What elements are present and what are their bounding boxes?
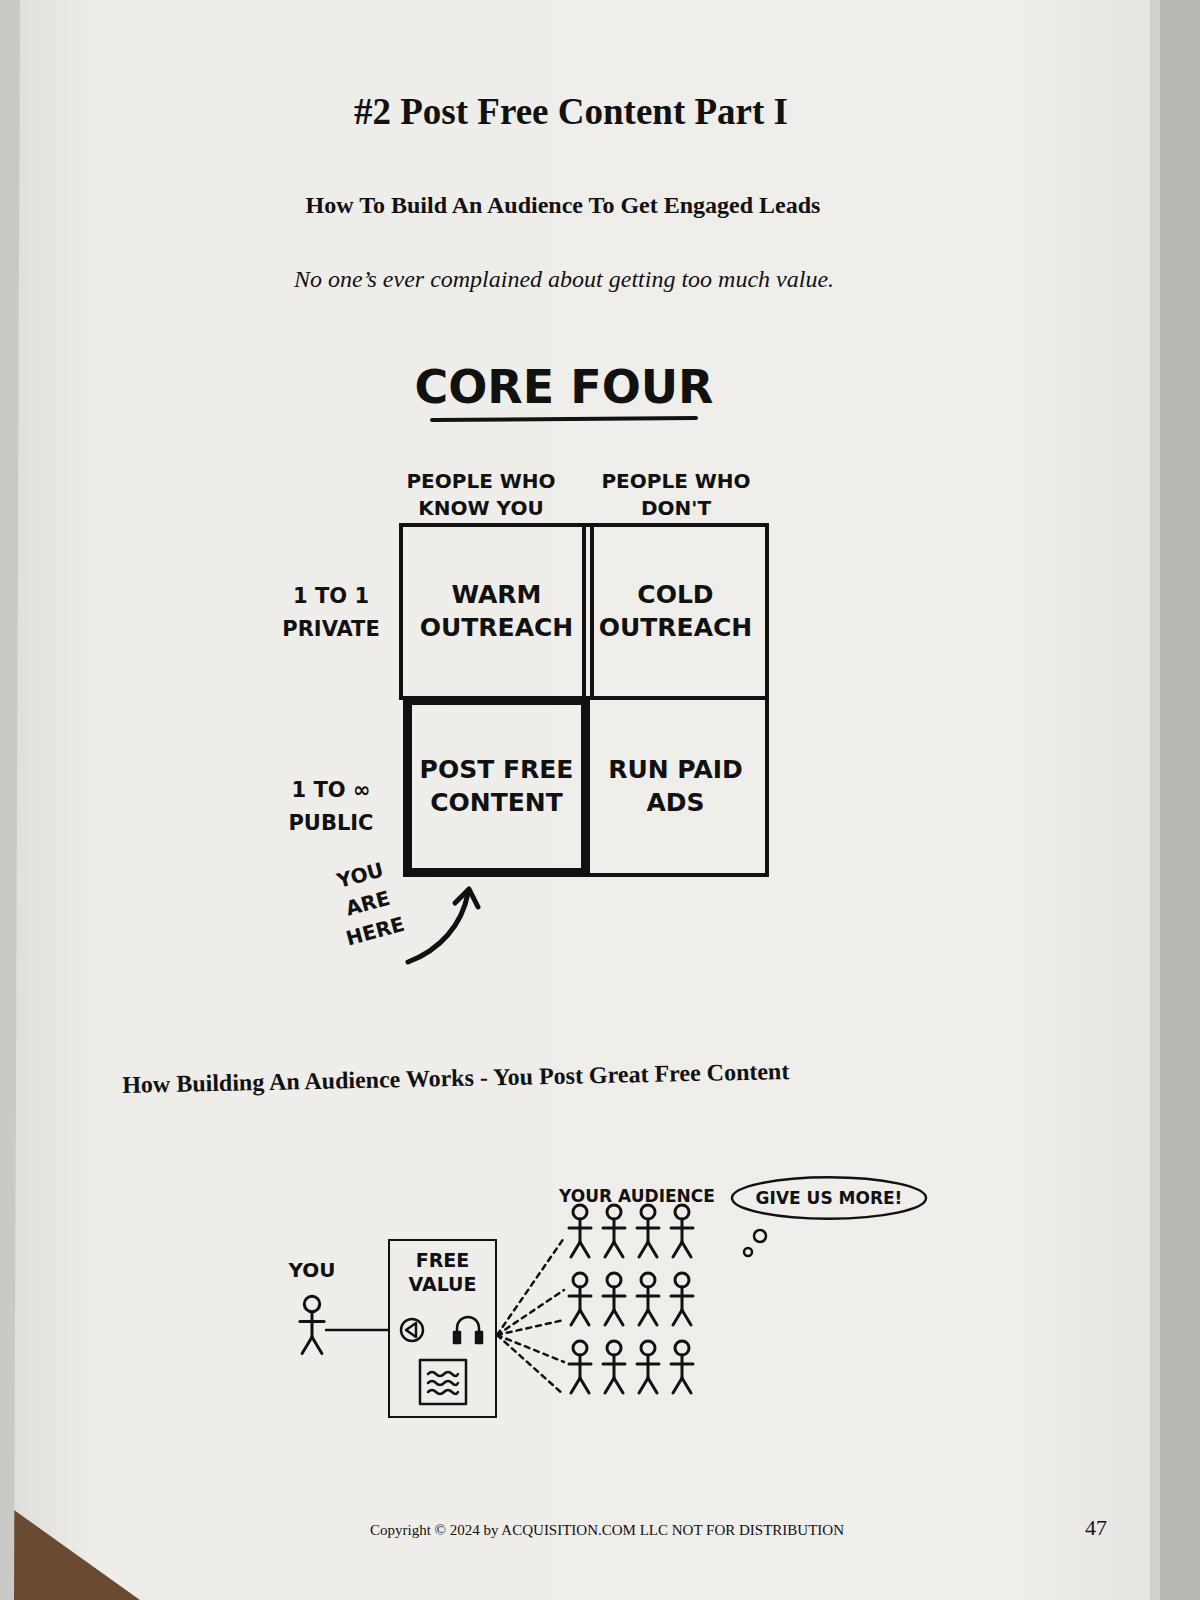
document-icon [420,1360,466,1404]
figure-label: YOU [282,1258,342,1282]
link-line [326,1329,388,1332]
page-number: 47 [1066,1515,1126,1541]
row-header: 1 TO ∞ PUBLIC [262,774,400,839]
headphones-icon [454,1317,482,1343]
fan-lines [497,1238,564,1395]
subtitle: How To Build An Audience To Get Engaged … [263,192,863,219]
you-are-here-arrow [408,893,468,962]
diagram-heading: CORE FOUR [364,360,764,414]
quadrant-box: COLD OUTREACH [582,523,769,700]
free-value-box: FREE VALUE [388,1239,497,1418]
box-label: COLD OUTREACH [586,579,765,644]
highlighted-quadrant: POST FREE CONTENT [403,696,590,877]
speech-bubble: GIVE US MORE! [730,1176,928,1220]
column-header: PEOPLE WHO KNOW YOU [391,468,571,522]
audience-label: YOUR AUDIENCE [542,1186,732,1206]
box-label: RUN PAID ADS [586,754,765,819]
play-icon [401,1319,423,1341]
arrow-head [455,889,478,907]
quadrant-box: WARM OUTREACH [399,523,594,700]
column-header: PEOPLE WHO DON'T [586,468,766,522]
box-label: FREE VALUE [398,1249,488,1297]
page-title: #2 Post Free Content Part I [221,90,921,133]
box-label: POST FREE CONTENT [412,754,581,819]
box-label: WARM OUTREACH [403,579,590,644]
quote: No one’s ever complained about getting t… [214,266,914,293]
bubble-text: GIVE US MORE! [756,1188,903,1208]
quadrant-box: RUN PAID ADS [582,696,769,877]
copyright-footer: Copyright © 2024 by ACQUISITION.COM LLC … [257,1522,957,1539]
row-header: 1 TO 1 PRIVATE [262,580,400,645]
thought-dot [754,1230,766,1242]
heading-underline [432,418,696,420]
thought-dot [744,1248,752,1256]
